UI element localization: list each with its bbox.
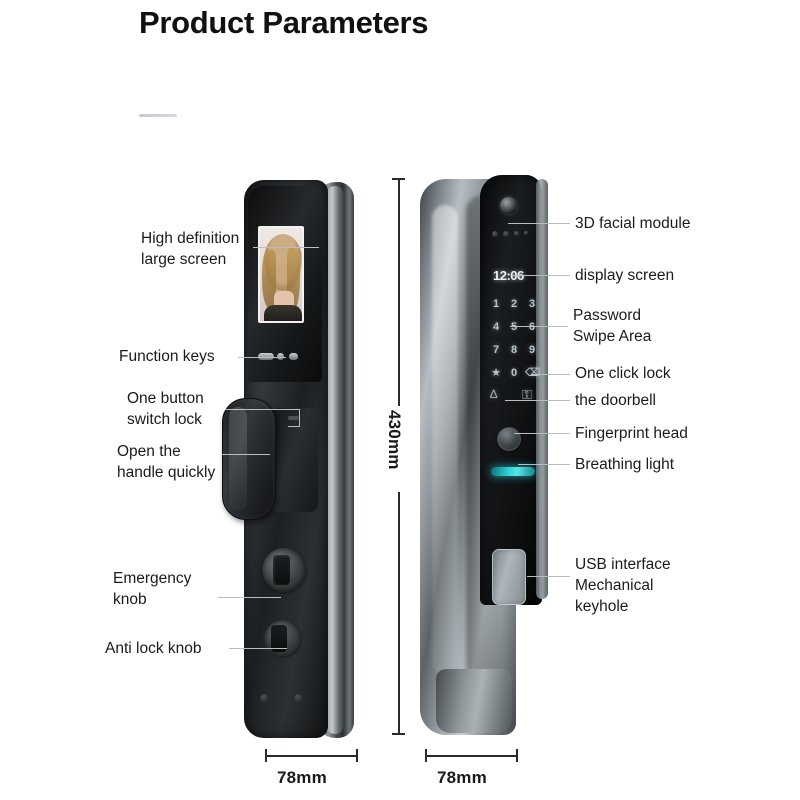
large-screen [258,226,304,323]
label-one-button-switch-lock: One button switch lock [127,390,204,428]
key-4[interactable]: 4 [492,321,500,333]
width-left-dimension-label: 78mm [277,768,327,787]
leader-one-click-lock [532,374,570,376]
label-3d-facial-module: 3D facial module [575,215,691,232]
lock-icon-row: ∆ ⚿ [489,387,539,409]
label-display-screen: display screen [575,267,675,284]
sensor-dot-2 [503,231,509,237]
leader-emergency-knob [218,597,281,599]
height-dimension-label-text: 430mm [385,410,404,470]
key-star[interactable]: ★ [491,367,501,379]
usb-mechanical-keyhole-cover[interactable] [492,549,526,605]
quick-open-handle[interactable] [222,398,276,520]
key-backspace[interactable]: ⌫ [525,367,541,379]
emergency-knob-control[interactable] [262,548,306,592]
breathing-light-strip [491,467,535,476]
lock-front-chrome-trim [326,186,344,734]
keypad-row: 4 5 6 [489,316,539,339]
label-fingerprint-head: Fingerprint head [575,425,688,442]
function-key-3[interactable] [289,353,298,360]
label-open-the-handle-quickly: Open the handle quickly [117,443,216,481]
keypad-row: ★ 0 ⌫ [489,362,541,385]
label-anti-lock-knob: Anti lock knob [105,640,202,657]
keypad-row: 1 2 3 [489,293,539,316]
handle-highlight [229,407,247,511]
width-left-cap-start [265,749,267,762]
height-dimension-cap-bottom [392,733,405,735]
label-one-click-lock: One click lock [575,365,671,382]
key-2[interactable]: 2 [510,298,518,310]
key-9[interactable]: 9 [528,344,536,356]
label-function-keys: Function keys [119,348,215,365]
sensor-dot-1 [492,231,498,237]
handle-mount [270,408,318,512]
title-divider [139,114,177,117]
leader-one-button-switch-lock [225,409,300,411]
anti-lock-knob-control[interactable] [264,620,302,658]
function-key-1[interactable] [258,353,274,360]
function-keys-group[interactable] [258,352,304,361]
leader-open-the-handle-quickly [222,454,270,456]
width-left-dimension-line [265,755,358,757]
lock-side-highlight [432,205,458,675]
facial-sensor-array [492,231,532,238]
height-dimension-cap-top [392,178,405,180]
label-usb-interface-mechanical-keyhole: USB interface Mechanical keyhole [575,556,671,615]
sensor-dot-3 [514,231,519,236]
sensor-dot-4 [524,231,528,235]
width-right-dimension-line [425,755,518,757]
label-high-definition-large-screen: High definition large screen [141,230,240,268]
emergency-knob-slot [273,555,290,585]
key-5[interactable]: 5 [507,322,521,333]
key-3[interactable]: 3 [528,298,536,310]
one-click-lock-icon[interactable]: ⚿ [522,387,532,402]
leader-function-keys [238,357,286,359]
page-title: Product Parameters [139,5,429,40]
leader-fingerprint-head [514,433,570,435]
key-7[interactable]: 7 [492,344,500,356]
display-screen-clock: 12:06 [493,267,524,283]
mounting-screw-left [260,694,269,703]
leader-high-definition-large-screen [253,247,319,249]
width-right-cap-end [516,749,518,762]
smart-lock-front-view [222,180,360,740]
key-0[interactable]: 0 [510,367,518,379]
leader-3d-facial-module [508,223,570,225]
width-right-dimension-label: 78mm [437,768,487,787]
leader-usb-interface-mechanical-keyhole [527,576,570,578]
one-button-switch-lock-control[interactable] [288,416,299,420]
leader-one-button-switch-lock-bend [299,409,301,427]
label-the-doorbell: the doorbell [575,392,657,409]
keypad-row: 7 8 9 [489,339,539,362]
width-right-cap-start [425,749,427,762]
password-swipe-area-keypad[interactable]: 1 2 3 4 5 6 7 8 9 ★ 0 ⌫ [489,293,541,385]
label-password-swipe-area: Password Swipe Area [573,307,652,345]
leader-anti-lock-knob [229,648,287,650]
leader-password-swipe-area [510,326,568,328]
doorbell-icon[interactable]: ∆ [490,387,498,401]
label-breathing-light: Breathing light [575,456,675,473]
leader-breathing-light [518,464,570,466]
function-key-2[interactable] [277,353,284,360]
lock-side-bottom-foot [436,669,512,733]
leader-the-doorbell [505,400,570,402]
anti-lock-knob-slot [271,625,287,652]
mounting-screw-right [294,694,303,703]
portrait-clothing [264,305,302,321]
leader-display-screen [512,275,570,277]
key-6[interactable]: 6 [525,322,539,333]
lock-side-glass-panel [480,175,542,605]
fingerprint-head-sensor[interactable] [497,427,521,451]
leader-one-button-switch-lock-tip [288,426,300,428]
smart-lock-side-view: 12:06 1 2 3 4 5 6 7 8 9 ★ 0 ⌫ [418,175,563,740]
key-1[interactable]: 1 [492,298,500,310]
label-emergency-knob: Emergency knob [113,570,192,608]
3d-facial-module-camera [500,197,517,214]
height-dimension-text-gap [391,406,407,492]
portrait-hair-left [262,250,276,308]
width-left-cap-end [356,749,358,762]
lock-side-glass-trim [536,179,548,599]
key-8[interactable]: 8 [510,344,518,356]
